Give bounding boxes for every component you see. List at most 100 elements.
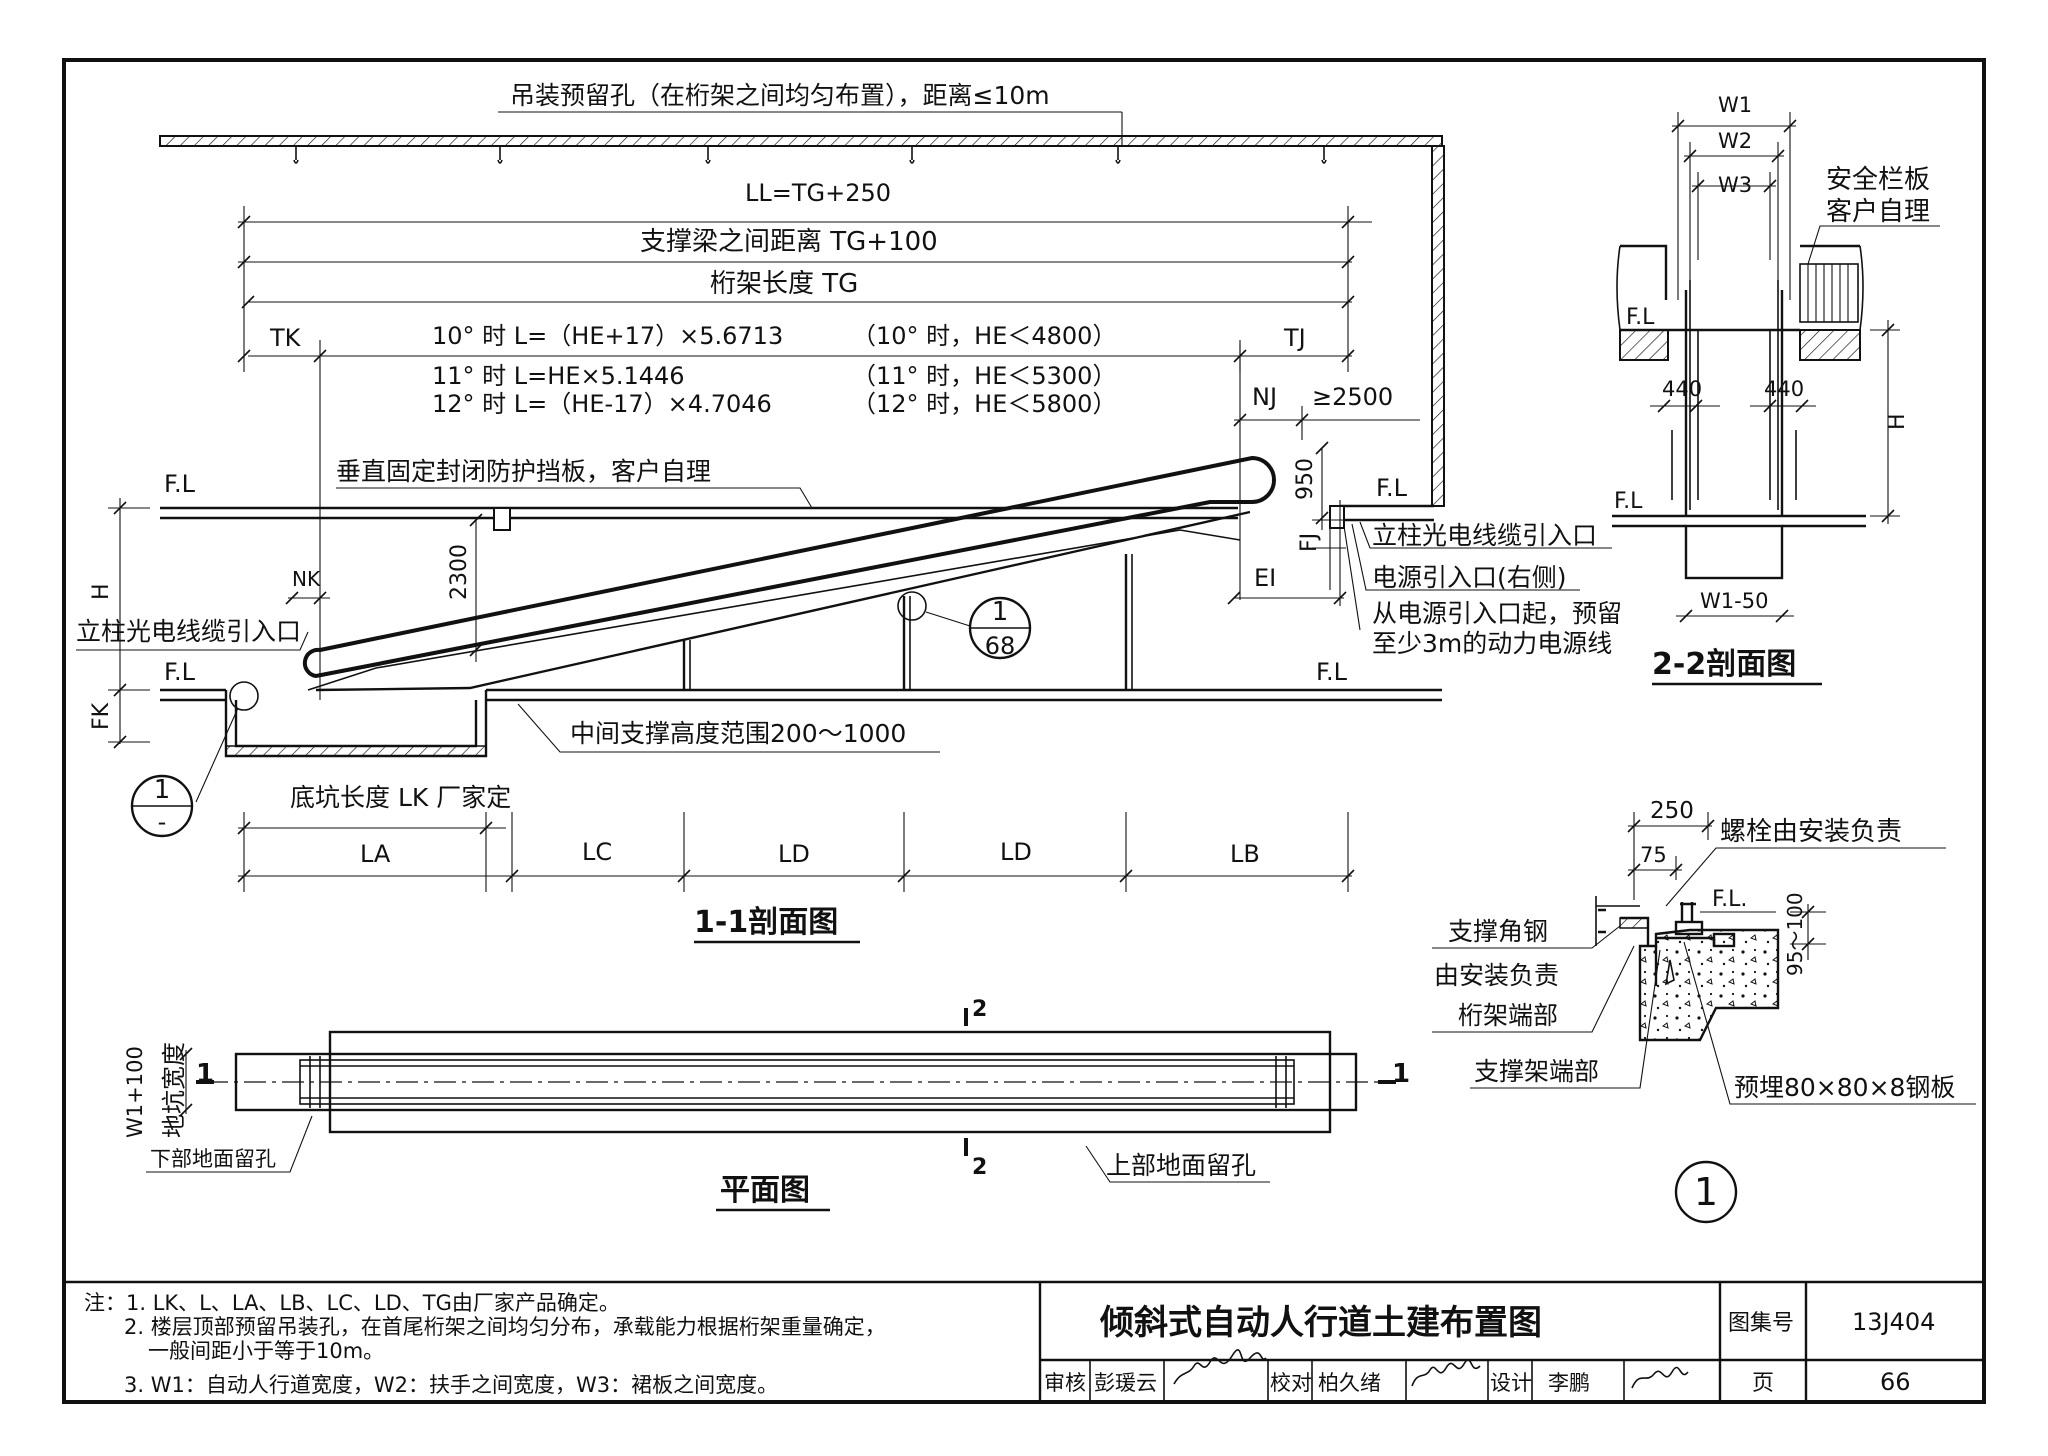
upper-slabs — [1616, 244, 1864, 361]
cut-1-right: 1 — [1392, 1059, 1410, 1089]
dim-w1-minus: W1-50 — [1700, 589, 1768, 613]
reviewer: 彭瑗云 — [1094, 1371, 1157, 1395]
cable-leader-left — [76, 631, 309, 651]
formula-12: 12° 时 L=（HE-17）×4.7046 — [432, 390, 772, 418]
dim-support-distance: 支撑梁之间距离 TG+100 — [640, 227, 938, 257]
atlas-label: 图集号 — [1728, 1311, 1794, 1336]
note-2a: 2. 楼层顶部预留吊装孔，在首尾桁架之间均匀分布，承载能力根据桁架重量确定， — [124, 1315, 886, 1339]
dim-w1-minus — [1676, 609, 1794, 623]
angle-1: 支撑角钢 — [1448, 917, 1548, 946]
top-dimensions — [237, 206, 1372, 700]
fl-upper-right: F.L — [1376, 474, 1408, 502]
width-dimensions — [1671, 112, 1797, 300]
detail-1-circle — [1674, 1160, 1738, 1224]
sheet-border — [62, 58, 1986, 1404]
plan-view: 1 1 2 2 W1+100 地坑宽度 下部地面留孔 上部地面留孔 平面图 — [123, 997, 1410, 1212]
design-label: 设计 — [1490, 1371, 1532, 1395]
title-block: 倾斜式自动人行道土建布置图 图集号 13J404 审核 彭瑗云 校对 柏久绪 设… — [1038, 1282, 1984, 1402]
support-columns — [682, 554, 1133, 690]
dim-w3: W3 — [1718, 173, 1752, 197]
plan-width-dim — [179, 1047, 193, 1117]
dim-ll: LL=TG+250 — [745, 179, 891, 207]
left-height-dimensions — [108, 498, 150, 749]
reviewer-signature — [1173, 1348, 1267, 1385]
pit-walls — [1671, 280, 1797, 516]
dim-2300: 2300 — [447, 544, 472, 600]
atlas-no: 13J404 — [1852, 1308, 1935, 1336]
cable-entry-right: 立柱光电线缆引入口 — [1372, 521, 1597, 550]
dim-fj: FJ — [1297, 533, 1322, 552]
ref-sheet: - — [158, 808, 167, 836]
detail-dimensions — [1627, 812, 1715, 900]
dim-tj: TJ — [1283, 324, 1306, 352]
lower-floor — [160, 688, 1442, 758]
dim-440-left: 440 — [1662, 377, 1702, 401]
cut-2-top: 2 — [972, 997, 987, 1022]
formula-11: 11° 时 L=HE×5.1446 — [432, 362, 685, 390]
dim-fk: FK — [89, 702, 114, 730]
review-label: 审核 — [1044, 1371, 1086, 1395]
cable-entry-left: 立柱光电线缆引入口 — [76, 617, 301, 646]
page-label: 页 — [1752, 1371, 1774, 1396]
section-1-1-title: 1-1剖面图 — [694, 905, 838, 940]
dim-95-100: 95～100 — [1783, 892, 1807, 976]
guard-leader — [336, 487, 813, 509]
dim-440-right: 440 — [1764, 377, 1804, 401]
plan-width-1: W1+100 — [123, 1046, 147, 1138]
plan-width-2: 地坑宽度 — [160, 1042, 188, 1138]
dim-nj: NJ — [1252, 383, 1277, 411]
dim-nk: NK — [292, 567, 321, 591]
page-no: 66 — [1880, 1368, 1911, 1396]
dim-lc: LC — [582, 838, 612, 866]
fl-lower-right: F.L — [1316, 658, 1348, 686]
dim-clear-2500: ≥2500 — [1312, 383, 1393, 411]
dim-950: 950 — [1293, 458, 1318, 500]
pit-length: 底坑长度 LK 厂家定 — [290, 783, 511, 812]
detail-1-num: 1 — [1694, 1170, 1718, 1214]
truss-end-leader — [1432, 945, 1635, 1033]
lower-slab-22 — [1612, 514, 1866, 580]
plate-leader — [1683, 941, 1976, 1105]
hoist-hook-icons — [293, 146, 1327, 164]
ref-callout-left — [130, 681, 259, 838]
detail-callout-1-68 — [897, 591, 1032, 660]
fl-upper-left: F.L — [164, 470, 196, 498]
notes: 注：1. LK、L、LA、LB、LC、LD、TG由厂家产品确定。 2. 楼层顶部… — [84, 1291, 886, 1397]
detail-concrete — [1638, 902, 1780, 1042]
detail-1: 250 75 螺栓由安装负责 F.L. 95～100 — [1432, 798, 1976, 1224]
dim-la: LA — [360, 840, 391, 868]
dim-lb: LB — [1230, 840, 1260, 868]
bottom-dimensions — [237, 812, 1355, 892]
angle-leader — [1432, 925, 1621, 949]
power-note-1: 从电源引入口起，预留 — [1372, 599, 1622, 628]
formula-10: 10° 时 L=（HE+17）×5.6713 — [432, 322, 783, 350]
dim-250: 250 — [1650, 798, 1694, 824]
designer-signature — [1631, 1366, 1689, 1389]
section-2-2: W1 W2 W3 安全栏板 客户自理 F.L — [1612, 93, 1940, 686]
bolt-leader — [1665, 847, 1946, 907]
dim-440 — [1650, 399, 1816, 413]
bolt-note: 螺栓由安装负责 — [1720, 817, 1902, 847]
section-2-2-title: 2-2剖面图 — [1652, 647, 1796, 682]
lower-hole-leader — [146, 1115, 313, 1173]
dim-truss-length: 桁架长度 TG — [710, 269, 858, 299]
cond-11: （11° 时，HE＜5300） — [852, 362, 1116, 390]
section-1-1: 吊装预留孔（在桁架之间均匀布置），距离≤10m LL=TG+250 支撑梁之间距… — [76, 81, 1622, 944]
note-3: 3. W1：自动人行道宽度，W2：扶手之间宽度，W3：裙板之间宽度。 — [124, 1373, 778, 1397]
plan-title: 平面图 — [720, 1173, 810, 1208]
bracket-end-leader — [1470, 949, 1661, 1089]
truss-end: 桁架端部 — [1458, 1001, 1558, 1030]
power-note-2: 至少3m的动力电源线 — [1372, 629, 1612, 658]
fl-top-22: F.L — [1626, 305, 1655, 330]
upper-hole: 上部地面留孔 — [1106, 1151, 1256, 1180]
lower-hole: 下部地面留孔 — [150, 1147, 276, 1171]
plate-note: 预埋80×80×8钢板 — [1734, 1073, 1955, 1102]
upper-floor-left — [160, 506, 1238, 531]
checker: 柏久绪 — [1318, 1371, 1381, 1395]
support-range: 中间支撑高度范围200～1000 — [570, 719, 906, 748]
hoist-note: 吊装预留孔（在桁架之间均匀布置），距离≤10m — [510, 81, 1050, 110]
dim-w1: W1 — [1718, 93, 1752, 117]
dim-ld-1: LD — [778, 840, 810, 868]
ceiling-slab — [159, 135, 1445, 507]
